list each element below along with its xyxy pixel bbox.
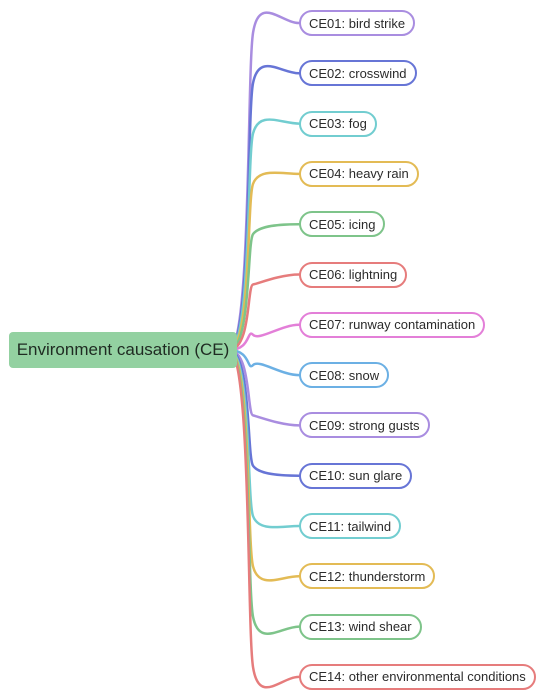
child-node-ce09[interactable]: CE09: strong gusts [299, 412, 430, 439]
connector-ce10 [227, 348, 301, 477]
child-node-label: CE04: heavy rain [309, 166, 409, 182]
connector-ce09 [227, 348, 301, 427]
child-node-ce08[interactable]: CE08: snow [299, 362, 390, 389]
child-node-ce03[interactable]: CE03: fog [299, 110, 377, 137]
child-node-ce02[interactable]: CE02: crosswind [299, 60, 417, 87]
connector-ce13 [227, 348, 301, 635]
connector-ce05 [227, 222, 301, 352]
child-node-ce05[interactable]: CE05: icing [299, 211, 386, 238]
connector-ce06 [227, 273, 301, 352]
child-node-ce07[interactable]: CE07: runway contamination [299, 311, 486, 338]
connector-ce04 [227, 171, 301, 352]
child-node-ce04[interactable]: CE04: heavy rain [299, 160, 419, 187]
child-node-label: CE06: lightning [309, 267, 398, 282]
child-node-label: CE10: sun glare [309, 468, 403, 484]
connector-ce01 [227, 11, 301, 352]
child-node-ce11[interactable]: CE11: tailwind [299, 513, 402, 539]
child-node-label: CE12: thunderstorm [309, 568, 426, 584]
connector-ce07 [227, 323, 301, 352]
child-node-label: CE03: fog [309, 116, 367, 132]
root-node[interactable]: Environment causation (CE) [9, 332, 237, 368]
child-node-label: CE08: snow [309, 367, 380, 383]
connector-ce14 [227, 348, 301, 689]
child-node-label: CE11: tailwind [309, 518, 392, 534]
child-node-ce01[interactable]: CE01: bird strike [299, 10, 416, 36]
child-node-label: CE01: bird strike [309, 15, 406, 31]
child-node-ce06[interactable]: CE06: lightning [299, 261, 408, 288]
child-node-label: CE14: other environmental conditions [309, 669, 526, 685]
child-node-label: CE05: icing [309, 216, 376, 232]
child-node-label: CE07: runway contamination [309, 317, 476, 333]
child-node-ce14[interactable]: CE14: other environmental conditions [299, 663, 536, 690]
connector-ce08 [227, 348, 301, 377]
connector-ce02 [227, 64, 301, 352]
child-node-ce10[interactable]: CE10: sun glare [299, 462, 413, 489]
child-node-label: CE09: strong gusts [309, 417, 420, 433]
child-node-label: CE02: crosswind [309, 65, 407, 81]
child-node-label: CE13: wind shear [309, 619, 412, 635]
child-node-ce12[interactable]: CE12: thunderstorm [299, 563, 436, 590]
child-node-ce13[interactable]: CE13: wind shear [299, 613, 422, 640]
root-node-label: Environment causation (CE) [16, 340, 230, 359]
